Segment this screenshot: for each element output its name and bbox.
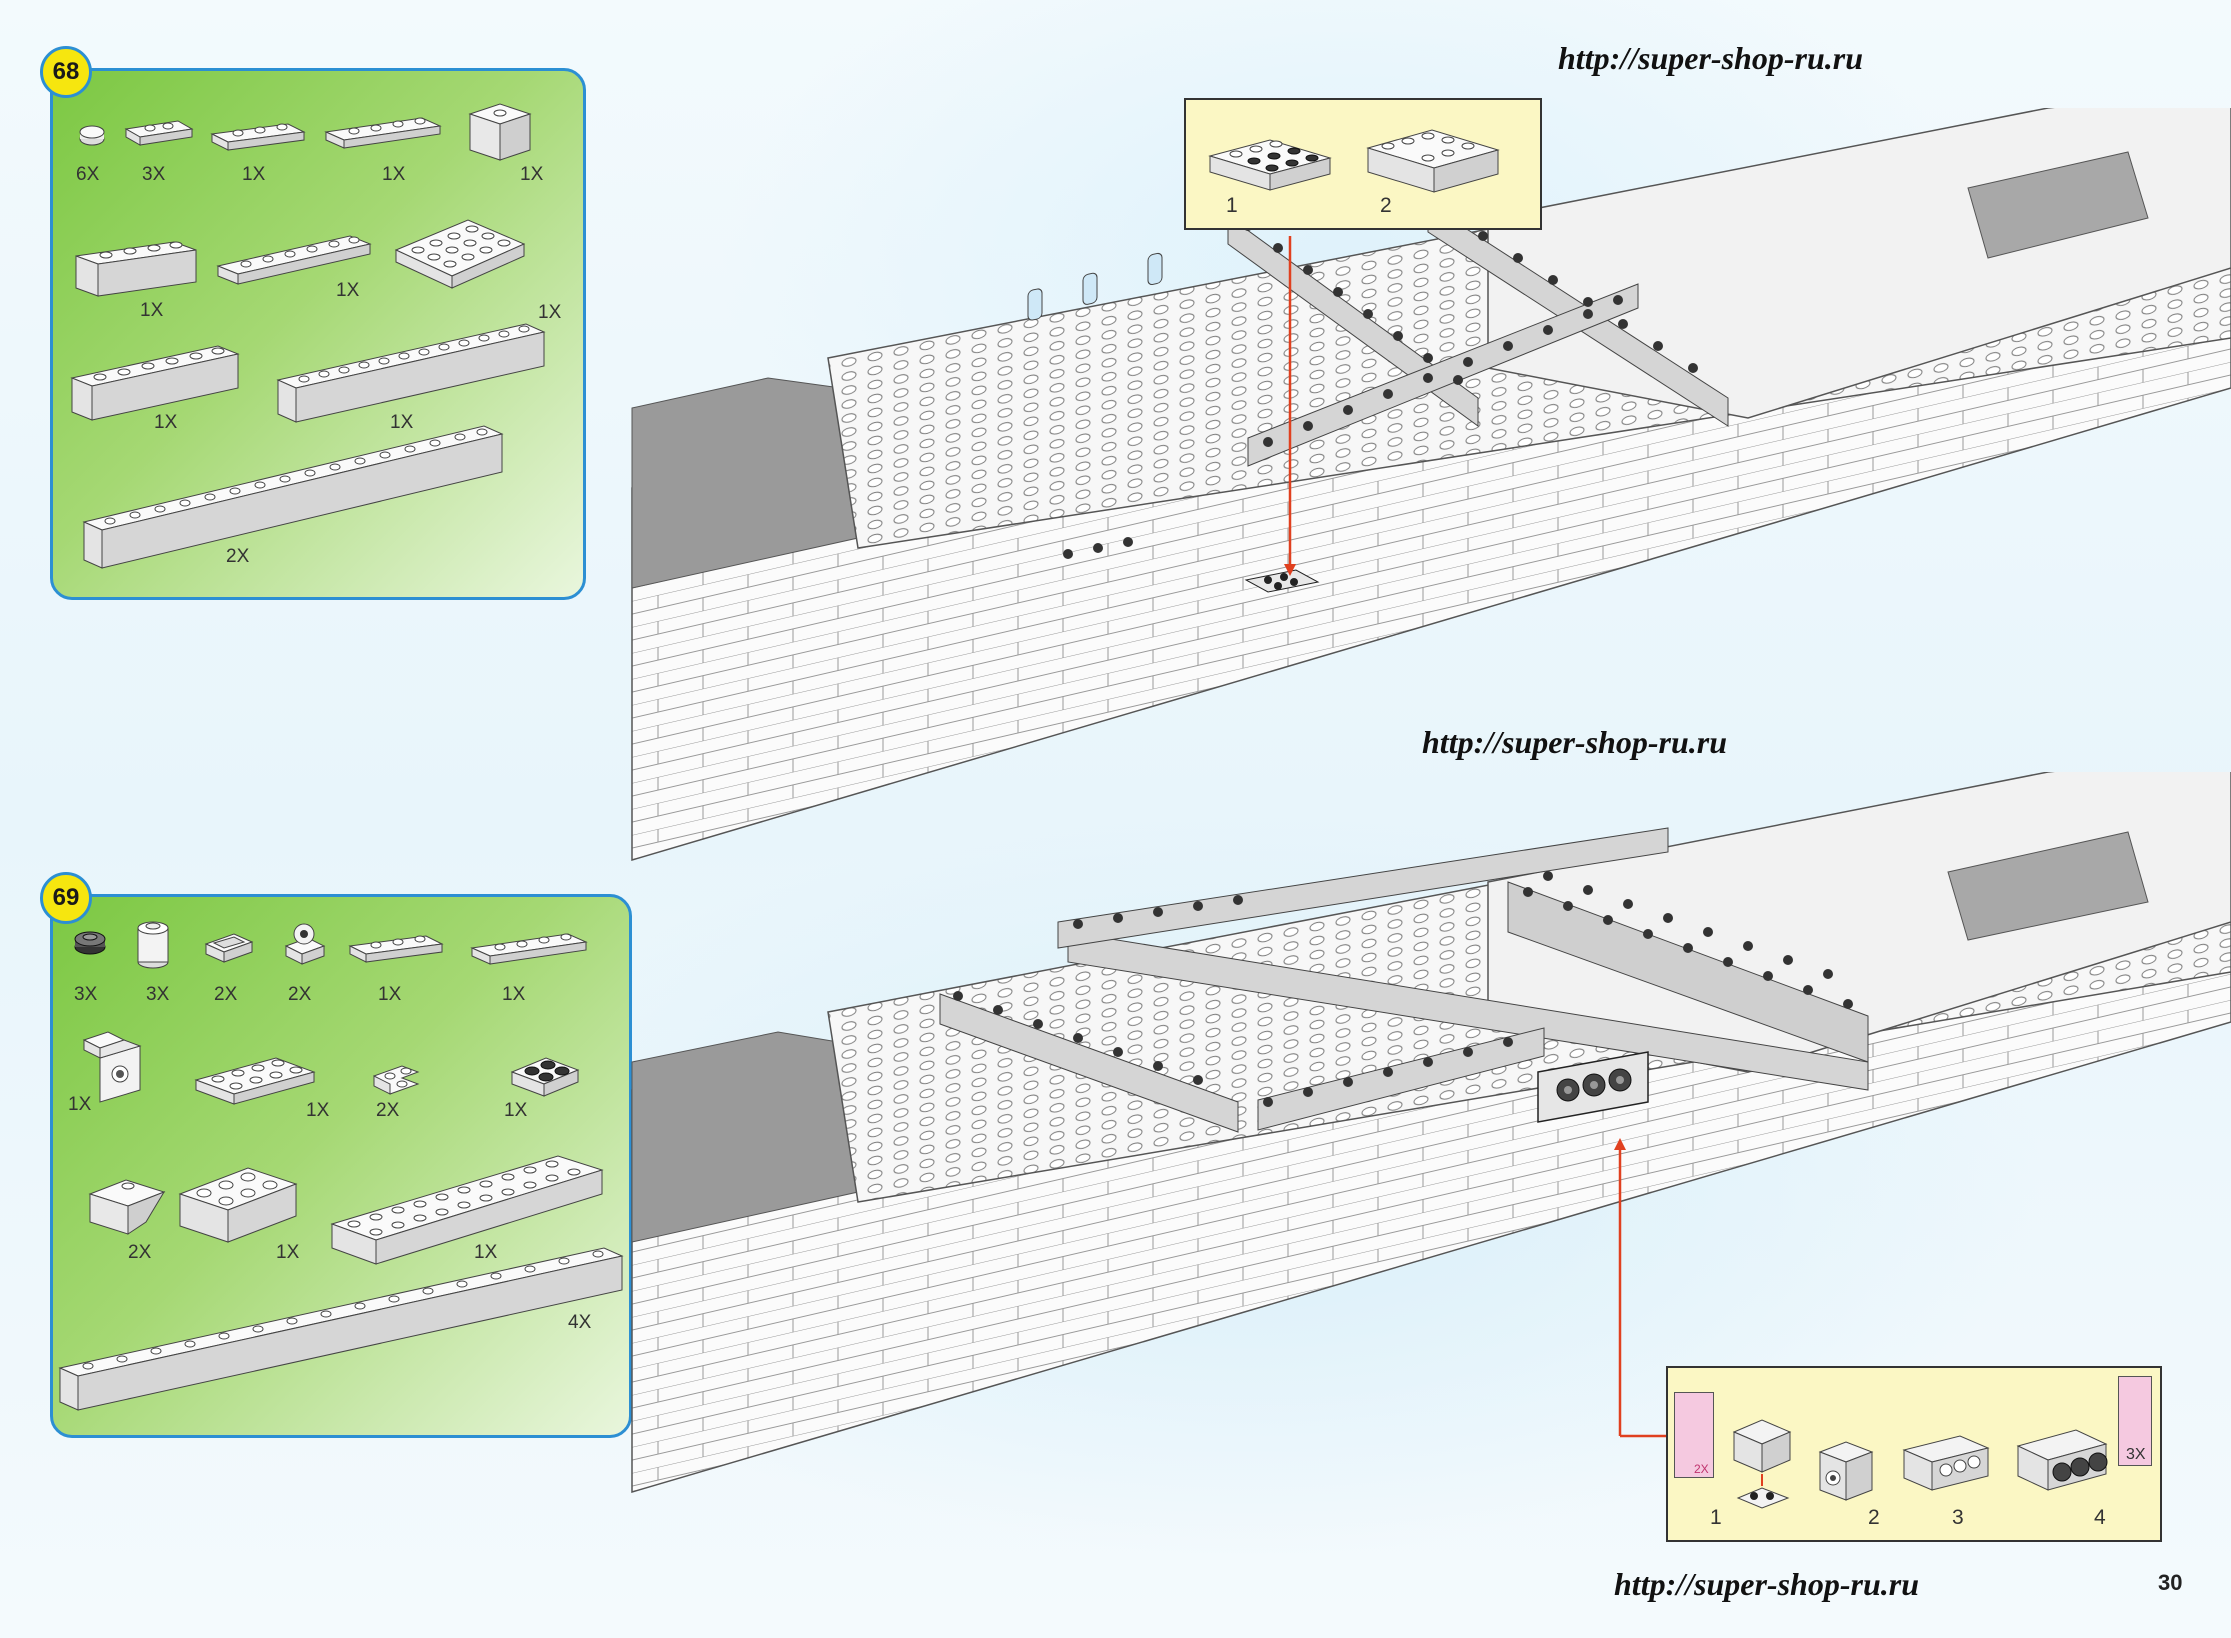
part-corner-plate-icon — [373, 1065, 420, 1095]
callout-step-label: 3 — [1952, 1506, 1964, 1529]
part-slope-inverted-icon — [88, 1179, 166, 1235]
part-qty: 1X — [502, 984, 526, 1005]
part-qty: 1X — [382, 164, 406, 185]
step-number-badge: 69 — [40, 872, 92, 924]
part-qty: 2X — [288, 984, 312, 1005]
callout-step4-icon — [2016, 1429, 2108, 1491]
part-brick-1x12-icon — [276, 323, 546, 423]
part-brick-1x4-icon — [75, 241, 197, 297]
part-qty: 1X — [154, 412, 178, 433]
part-qty: 1X — [504, 1100, 528, 1121]
part-qty: 6X — [76, 164, 100, 185]
part-qty: 1X — [306, 1100, 330, 1121]
part-qty: 1X — [538, 302, 562, 323]
part-tile-open-icon — [204, 933, 254, 963]
sub-assembly-step2-icon — [1366, 129, 1500, 193]
part-plate-1x3-icon — [348, 935, 444, 963]
callout-step-label: 2 — [1380, 194, 1392, 217]
part-plate-1x4-icon — [324, 117, 442, 149]
part-qty: 1X — [68, 1094, 92, 1115]
part-qty: 2X — [376, 1100, 400, 1121]
sub-callout-pink — [1674, 1392, 1714, 1478]
sub-callout-qty: 2X — [1694, 1462, 1709, 1476]
sub-callout-pink — [2118, 1376, 2152, 1466]
part-plate-1x3-icon — [210, 123, 306, 151]
part-round-brick-icon — [137, 921, 169, 969]
part-qty: 1X — [276, 1242, 300, 1263]
callout-step3-icon — [1902, 1435, 1990, 1491]
part-qty: 1X — [474, 1242, 498, 1263]
part-qty: 2X — [128, 1242, 152, 1263]
part-plate-2x4-icon — [194, 1057, 316, 1105]
watermark-url: http://super-shop-ru.ru — [1614, 1566, 1919, 1602]
callout-step-label: 1 — [1226, 194, 1238, 217]
ship-assembly-illustration — [631, 108, 2231, 862]
watermark-url: http://super-shop-ru.ru — [1558, 40, 1863, 76]
watermark-url: http://super-shop-ru.ru — [1422, 724, 1727, 760]
sub-callout-qty: 3X — [2126, 1446, 2146, 1463]
part-round-plate-icon — [79, 125, 105, 146]
part-qty: 3X — [74, 984, 98, 1005]
part-qty: 3X — [146, 984, 170, 1005]
part-qty: 4X — [568, 1312, 592, 1333]
part-plate-1x6-icon — [216, 235, 372, 285]
part-clip-plate-icon — [284, 923, 326, 965]
part-plate-1x4-icon — [470, 933, 588, 965]
part-brick-1x16-icon — [58, 1247, 624, 1411]
part-brick-1x6-icon — [70, 345, 240, 421]
part-qty: 2X — [214, 984, 238, 1005]
part-qty: 1X — [378, 984, 402, 1005]
part-brick-2x3-icon — [178, 1167, 298, 1243]
part-qty: 2X — [226, 546, 250, 567]
callout-step2-icon — [1818, 1441, 1874, 1501]
part-qty: 3X — [142, 164, 166, 185]
part-qty: 1X — [336, 280, 360, 301]
page-number: 30 — [2158, 1570, 2183, 1595]
part-bracket-icon — [82, 1031, 142, 1103]
part-qty: 1X — [140, 300, 164, 321]
part-qty: 1X — [390, 412, 414, 433]
callout-step1-icon — [1732, 1419, 1792, 1509]
part-slope-brick-icon — [468, 103, 532, 161]
ship-assembly-illustration — [631, 772, 2231, 1494]
part-brick-1x16-icon — [82, 425, 504, 569]
sub-assembly-step1-icon — [1208, 139, 1332, 191]
callout-step-label: 2 — [1868, 1506, 1880, 1529]
part-plate-4x4-icon — [394, 219, 526, 289]
part-brick-2x10-icon — [330, 1155, 604, 1265]
callout-step-label: 1 — [1710, 1506, 1722, 1529]
step-number-badge: 68 — [40, 46, 92, 98]
callout-step-label: 4 — [2094, 1506, 2106, 1529]
part-plate-dark-studs-icon — [510, 1057, 580, 1097]
part-round-plate-dark-icon — [74, 931, 106, 955]
part-plate-1x2-icon — [124, 120, 194, 146]
part-qty: 1X — [242, 164, 266, 185]
part-qty: 1X — [520, 164, 544, 185]
